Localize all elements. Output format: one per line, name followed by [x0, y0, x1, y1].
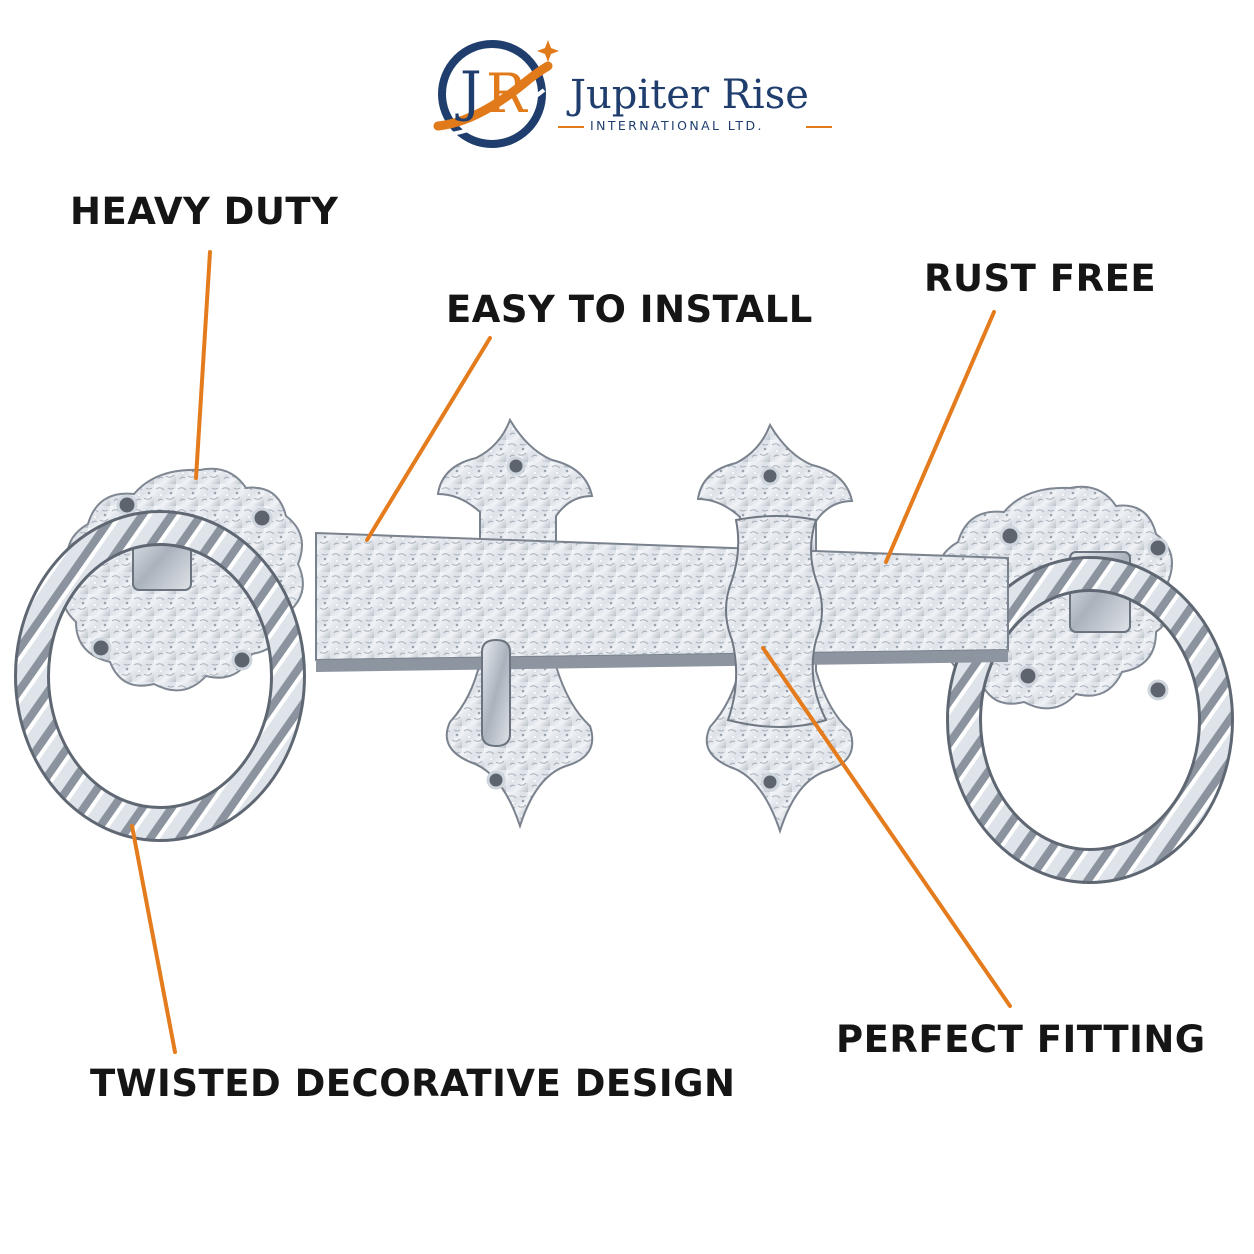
screw-hole [506, 456, 526, 476]
tagline-rule-left [558, 126, 584, 128]
screw-hole [1147, 679, 1169, 701]
callout-line-perfect-fitting [761, 646, 1012, 1008]
callout-line-easy-install [365, 336, 492, 542]
screw-hole [760, 772, 780, 792]
monogram-r: R [486, 62, 528, 125]
left-twisted-ring [17, 513, 303, 839]
feature-label-heavy-duty: HEAVY DUTY [70, 190, 339, 233]
screw-hole [999, 525, 1021, 547]
callout-line-rust-free [884, 310, 996, 564]
brand-name: Jupiter Rise [570, 72, 809, 118]
callout-line-heavy-duty [194, 250, 212, 480]
screw-hole [1147, 537, 1169, 559]
right-ring-handle [931, 485, 1234, 884]
feature-label-twisted-decorative-design: TWISTED DECORATIVE DESIGN [90, 1062, 736, 1105]
feature-label-easy-to-install: EASY TO INSTALL [446, 288, 813, 331]
screw-hole [486, 770, 506, 790]
feature-label-perfect-fitting: PERFECT FITTING [836, 1018, 1206, 1061]
latch-bar [315, 531, 1009, 662]
feature-label-rust-free: RUST FREE [924, 257, 1157, 300]
brand-logo: J R Jupiter Rise INTERNATIONAL LTD. [430, 30, 850, 160]
screw-hole [760, 466, 780, 486]
screw-hole [231, 649, 253, 671]
staple-hook [481, 638, 511, 748]
tagline-rule-right [806, 126, 832, 128]
monogram-j: J [455, 60, 482, 123]
callout-line-twisted-design [130, 824, 177, 1054]
right-twisted-ring [949, 559, 1231, 881]
screw-hole [251, 507, 273, 529]
screw-hole [90, 637, 112, 659]
left-ring-handle [14, 467, 306, 842]
latch-keeper [725, 515, 828, 728]
brand-tagline: INTERNATIONAL LTD. [590, 118, 764, 133]
screw-hole [116, 494, 138, 516]
brand-emblem: J R [433, 40, 559, 148]
callout-lines [130, 250, 1012, 1054]
screw-hole [1017, 665, 1039, 687]
